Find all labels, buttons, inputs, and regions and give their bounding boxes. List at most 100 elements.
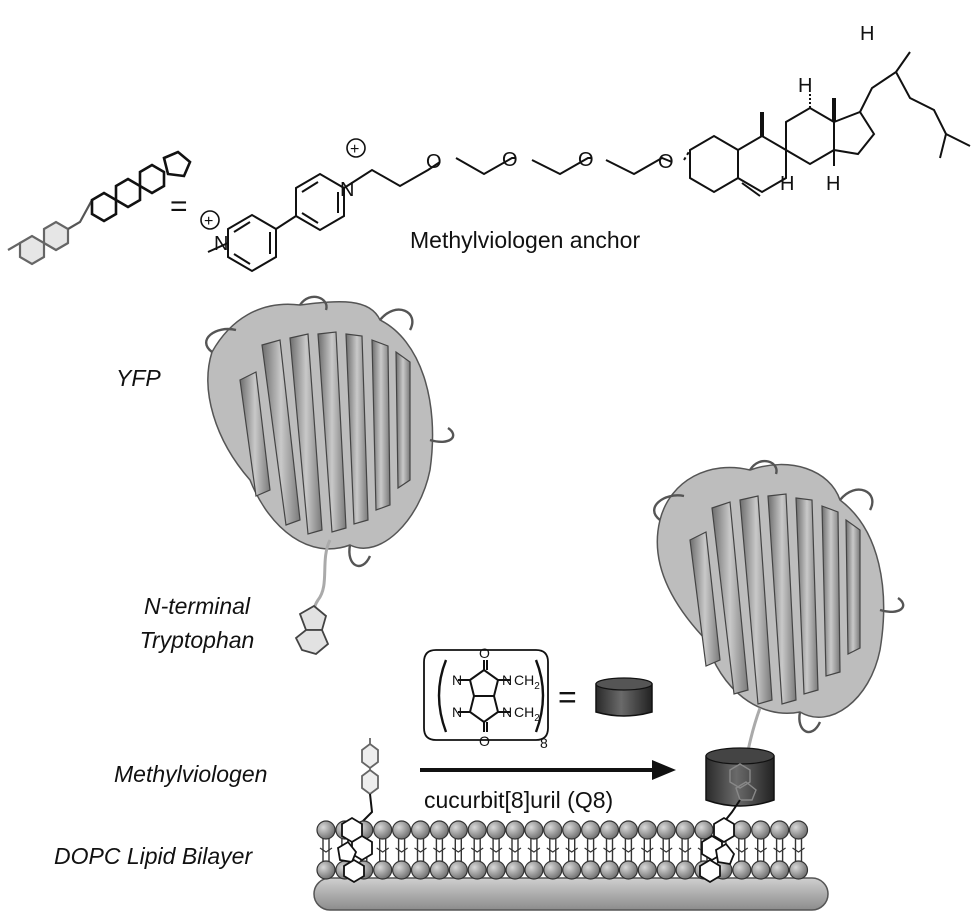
lipid-head-bottom xyxy=(524,860,544,880)
lipid-head-top xyxy=(788,820,809,840)
equals-sign: = xyxy=(170,190,188,223)
lipid-kink xyxy=(508,847,522,853)
dopc-lipid-bilayer xyxy=(313,820,829,911)
lipid-head-top xyxy=(467,820,487,840)
lipid-head-top xyxy=(505,820,525,840)
yfp-label: YFP xyxy=(116,365,161,391)
lipid-head-top xyxy=(392,820,412,840)
lipid-kink xyxy=(470,847,484,853)
lipid-head-top xyxy=(486,820,506,840)
lipid-tails xyxy=(549,838,557,864)
yfp-protein-right xyxy=(653,459,905,771)
anchor-name-label: Methylviologen anchor xyxy=(410,227,641,253)
lipid-tails xyxy=(435,838,444,864)
lipid-head-top xyxy=(751,820,771,840)
steroid-anchor-right xyxy=(699,816,736,884)
lipid-head-bottom xyxy=(618,860,639,880)
lipid-kink xyxy=(433,847,446,853)
lipid-kink xyxy=(527,847,541,853)
lipid-kink xyxy=(640,847,654,853)
lipid-kink xyxy=(792,847,805,853)
carbonyl-o-top: O xyxy=(479,645,490,661)
lipid-tails xyxy=(643,838,651,864)
lipid-tails xyxy=(397,838,406,864)
anchor-atom-labels: N N O O O O H H H H xyxy=(214,23,874,255)
q8-equals-sign: = xyxy=(558,679,577,715)
lipid-head-bottom xyxy=(410,860,431,880)
lipid-kink xyxy=(773,847,786,853)
lipid-head-top xyxy=(694,820,714,840)
lipid-head-top xyxy=(429,820,449,840)
lipid-head-top xyxy=(618,820,639,840)
plus-charge-1: + xyxy=(204,213,213,230)
lipid-head-top xyxy=(732,820,752,840)
q8-atom-labels: O O N N N N CH2 CH2 8 xyxy=(452,645,548,751)
lipid-kink xyxy=(659,847,673,853)
pyridinium-n-atom: N xyxy=(340,179,354,201)
lipid-kink xyxy=(376,847,390,853)
lipid-head-top xyxy=(675,820,695,840)
steroid-anchor-left xyxy=(337,816,373,884)
lipid-kink xyxy=(319,847,333,853)
lipid-head-top xyxy=(562,820,582,840)
tryptophan-label-line1: N-terminal xyxy=(143,593,251,619)
lipid-tails xyxy=(568,838,576,864)
lipid-tails xyxy=(605,838,614,864)
lipid-head-bottom xyxy=(316,860,336,880)
lipid-head-top xyxy=(316,820,336,840)
oxygen-atom-4: O xyxy=(658,151,674,173)
lipid-head-bottom xyxy=(637,860,657,880)
ring-n-1: N xyxy=(452,672,462,688)
hydrogen-atom-3: H xyxy=(780,173,794,195)
lipid-tails xyxy=(530,838,538,864)
lipid-head-top xyxy=(543,820,563,840)
lipid-tails xyxy=(416,838,425,864)
hydrogen-atom-2: H xyxy=(860,23,874,45)
charge-symbols xyxy=(200,138,366,230)
lipid-head-top xyxy=(637,820,657,840)
lipid-kink xyxy=(395,847,408,853)
lipid-tails xyxy=(454,838,462,864)
bound-q8-complex xyxy=(705,747,775,823)
methyl-n-atom: N xyxy=(214,233,228,255)
lipid-kink xyxy=(565,847,579,853)
lipid-head-top xyxy=(599,820,620,840)
oxygen-atom-1: O xyxy=(426,151,442,173)
lipid-head-bottom xyxy=(769,860,790,880)
lipid-tails xyxy=(322,838,330,864)
reagent-label: cucurbit[8]uril (Q8) xyxy=(424,787,614,813)
ring-n-2: N xyxy=(452,704,462,720)
tryptophan-label-line2: Tryptophan xyxy=(139,627,255,653)
membrane-anchor-icon-left xyxy=(361,738,379,823)
lipid-kink xyxy=(451,847,465,853)
lipid-head-top xyxy=(524,820,544,840)
lipid-head-bottom xyxy=(751,860,771,880)
lipid-head-top xyxy=(769,820,790,840)
lipid-tails xyxy=(775,838,784,864)
oxygen-atom-2: O xyxy=(502,149,518,171)
lipid-head-bottom xyxy=(373,860,393,880)
lipid-kink xyxy=(603,847,616,853)
ch2-label-1: CH2 xyxy=(514,672,540,692)
lipid-head-bottom xyxy=(543,860,563,880)
lipid-tails xyxy=(624,838,633,864)
ch2-label-2: CH2 xyxy=(514,704,540,724)
lipid-head-bottom xyxy=(599,860,620,880)
q8-structure-box xyxy=(423,649,549,741)
lipid-kink xyxy=(622,847,635,853)
lipid-tails xyxy=(379,838,387,864)
lipid-head-top xyxy=(373,820,393,840)
lipid-head-bottom xyxy=(675,860,695,880)
lipid-kink xyxy=(414,847,427,853)
lipid-head-top xyxy=(410,820,431,840)
yfp-protein-left xyxy=(205,295,455,655)
lipid-head-bottom xyxy=(505,860,525,880)
lipid-head-top xyxy=(448,820,468,840)
q8-repeat-subscript: 8 xyxy=(540,735,548,751)
lipid-tails xyxy=(794,838,803,864)
lipid-head-bottom xyxy=(429,860,449,880)
lipid-head-bottom xyxy=(788,860,809,880)
q8-barrel-icon xyxy=(595,677,653,717)
